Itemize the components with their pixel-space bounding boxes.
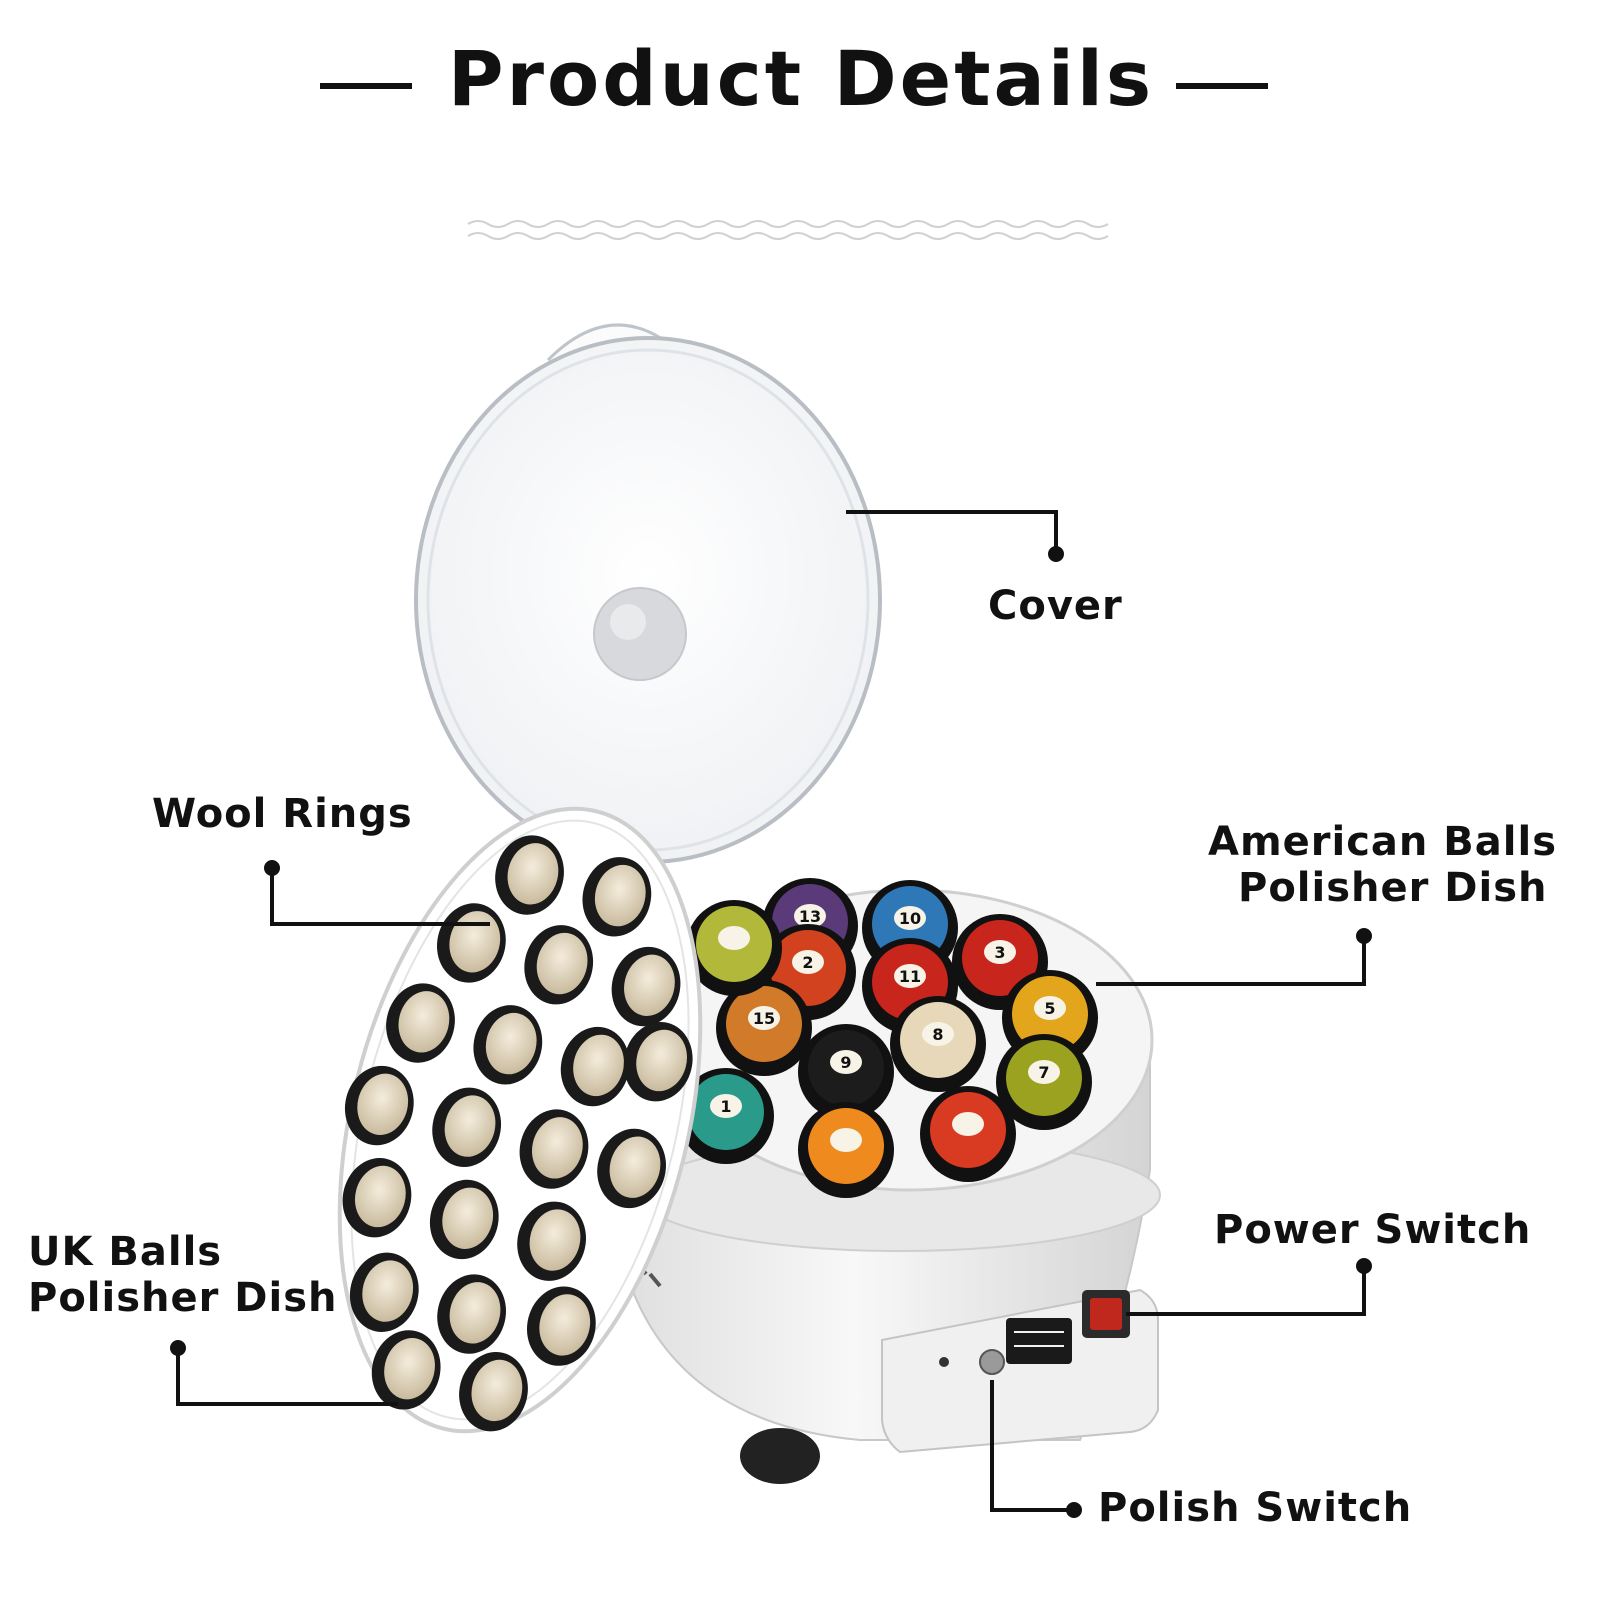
ball-number: 5 bbox=[1044, 999, 1055, 1018]
american-dish-label-line2: Polisher Dish bbox=[1238, 865, 1548, 911]
header: Product Details bbox=[0, 20, 1602, 123]
wool-rings-label: Wool Rings bbox=[152, 791, 413, 837]
cover-label: Cover bbox=[988, 583, 1123, 629]
cover bbox=[414, 323, 882, 864]
ball-number: 2 bbox=[802, 953, 813, 972]
american-balls-dish: 13 10 3 11 2 15 8 5 9 7 1 bbox=[666, 878, 1154, 1198]
polish-switch-label: Polish Switch bbox=[1098, 1485, 1413, 1531]
american-dish-label-line1: American Balls bbox=[1208, 819, 1558, 865]
ball-number: 15 bbox=[753, 1009, 775, 1028]
decorative-wave bbox=[467, 220, 1109, 240]
ball-number: 13 bbox=[799, 907, 821, 926]
ball-number: 3 bbox=[994, 943, 1005, 962]
uk-dish-label-line2: Polisher Dish bbox=[28, 1275, 338, 1321]
ball-number: 1 bbox=[720, 1097, 731, 1116]
uk-dish-label-line1: UK Balls bbox=[28, 1229, 223, 1275]
ball-number: 8 bbox=[932, 1025, 943, 1044]
uk-balls-dish bbox=[337, 806, 703, 1434]
ball-number: 7 bbox=[1038, 1063, 1049, 1082]
control-panel bbox=[881, 1288, 1159, 1454]
page-title: Product Details bbox=[447, 34, 1155, 123]
ball-number: 11 bbox=[899, 967, 921, 986]
title-right-rule bbox=[1176, 83, 1268, 89]
ball-number: 9 bbox=[840, 1053, 851, 1072]
callout-lines bbox=[176, 510, 1366, 1512]
title-left-rule bbox=[320, 83, 412, 89]
ball-number: 10 bbox=[899, 909, 921, 928]
power-switch-label: Power Switch bbox=[1214, 1207, 1532, 1253]
callout-dots bbox=[170, 546, 1372, 1518]
polish-switch[interactable] bbox=[979, 1349, 1005, 1375]
timer-display bbox=[1006, 1318, 1072, 1364]
